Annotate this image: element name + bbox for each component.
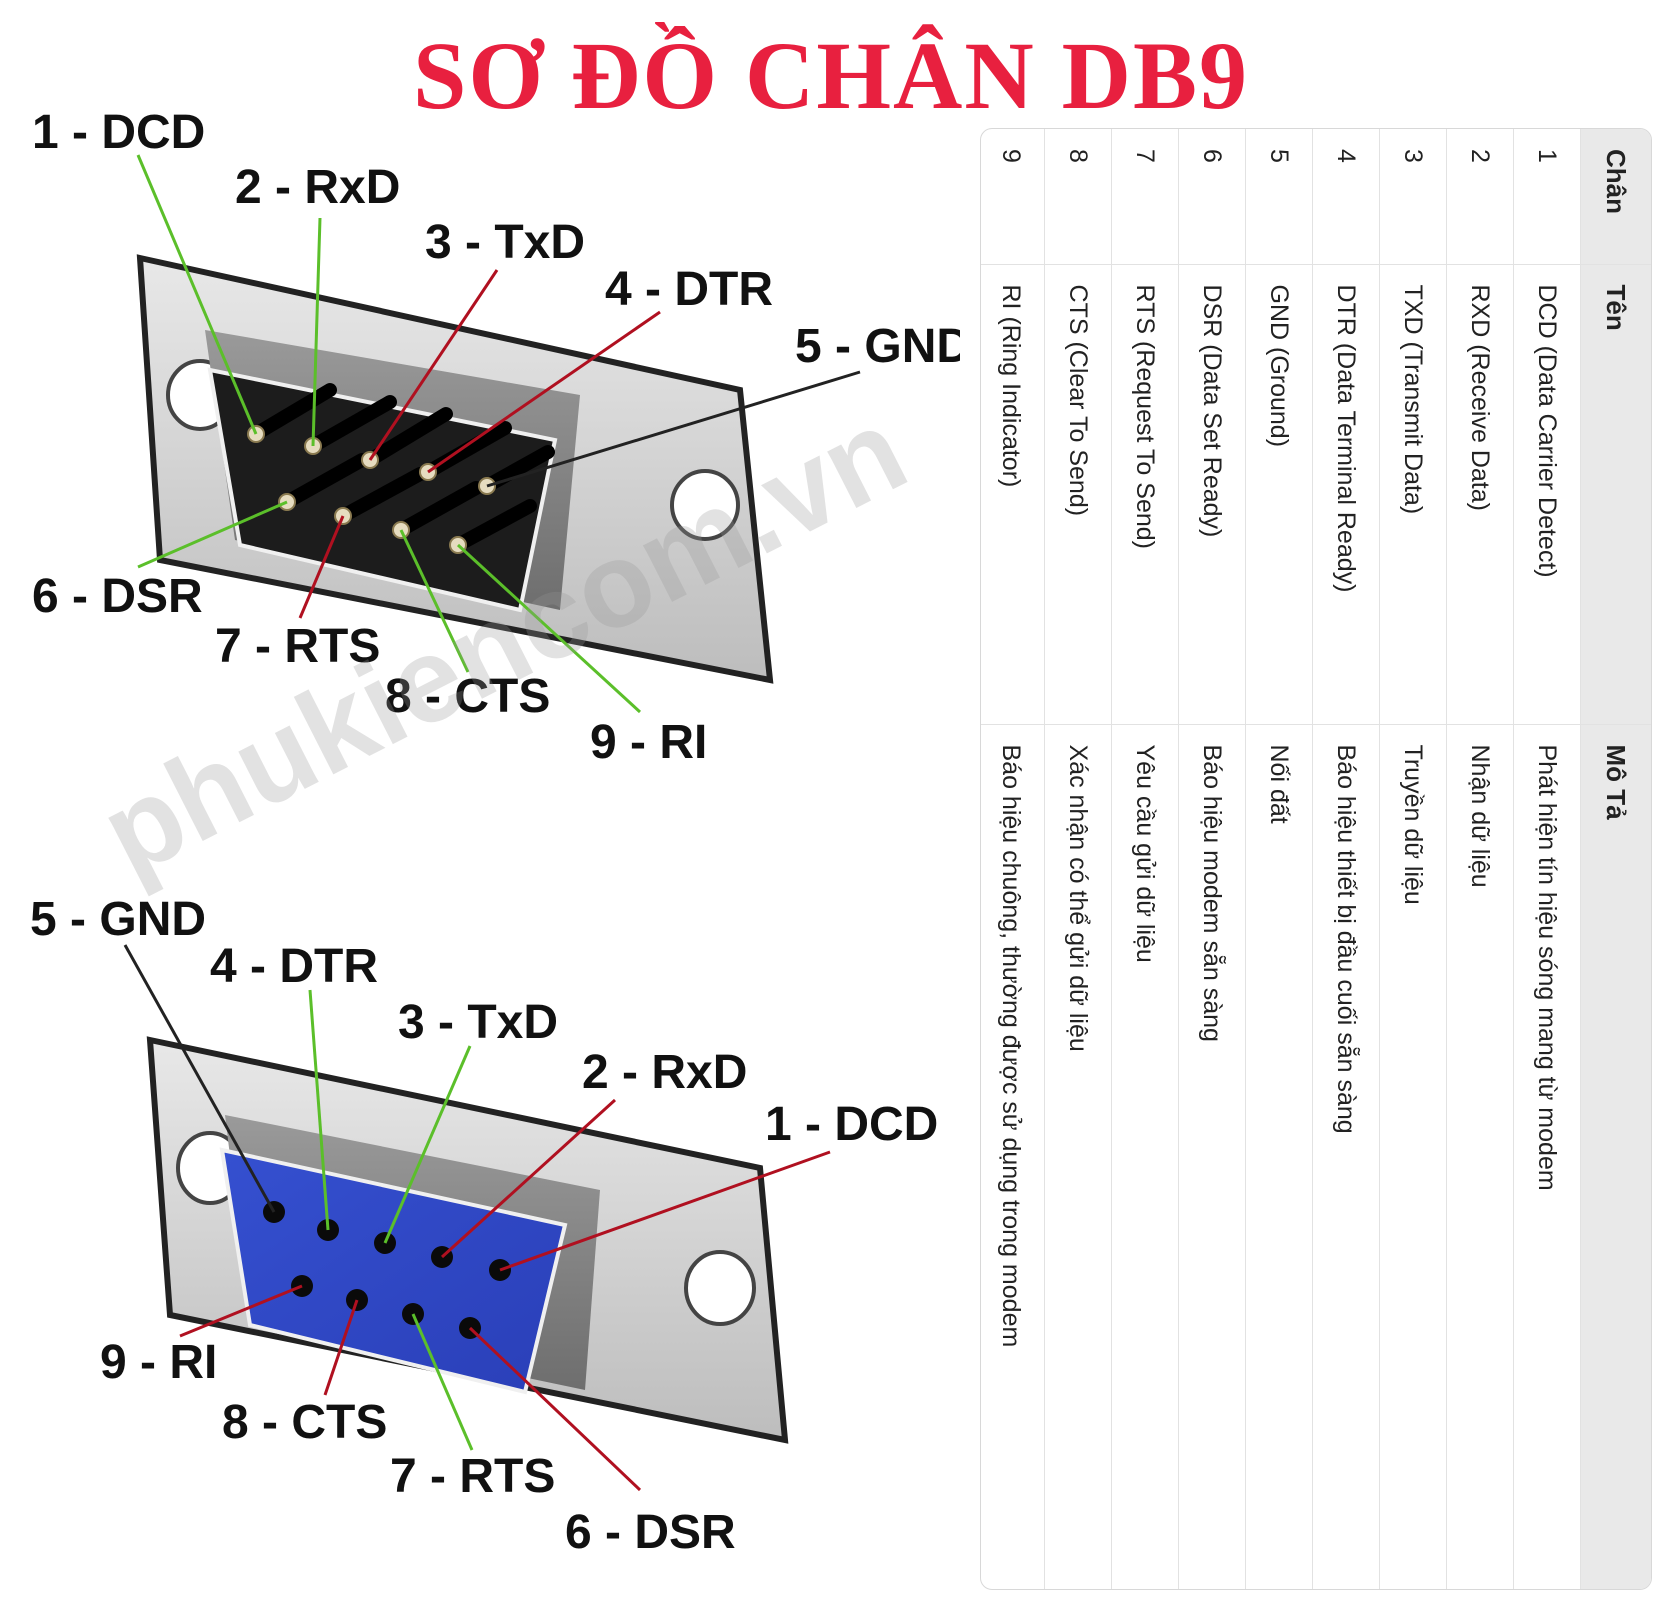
female-label-8: 8 - CTS [222,1396,387,1449]
male-label-1: 1 - DCD [32,106,205,159]
cell-description: Phát hiện tín hiệu sóng mang từ modem [1513,724,1581,1589]
cell-description: Báo hiệu chuông, thường được sử dụng tro… [981,724,1045,1589]
cell-pin: 1 [1513,129,1581,264]
cell-name: RI (Ring Indicator) [981,264,1045,724]
male-label-8: 8 - CTS [385,670,550,723]
male-label-3: 3 - TxD [425,216,585,269]
cell-pin: 5 [1245,129,1313,264]
cell-name: DTR (Data Terminal Ready) [1312,264,1380,724]
cell-pin: 7 [1111,129,1179,264]
cell-description: Báo hiệu modem sẵn sàng [1178,724,1246,1589]
cell-pin: 9 [981,129,1045,264]
cell-pin: 8 [1044,129,1112,264]
cell-pin: 2 [1446,129,1514,264]
table-header-row: Chân Tên Mô Tả [1580,129,1651,1589]
cell-description: Báo hiệu thiết bị đầu cuối sẵn sàng [1312,724,1380,1589]
cell-name: CTS (Clear To Send) [1044,264,1112,724]
female-label-9: 9 - RI [100,1336,217,1389]
cell-description: Xác nhận có thể gửi dữ liệu [1044,724,1112,1589]
male-pins [249,383,555,552]
cell-name: DCD (Data Carrier Detect) [1513,264,1581,724]
header-pin: Chân [1580,129,1651,264]
female-leader-lines [123,944,831,1492]
male-pin-labels: 1 - DCD 2 - RxD 3 - TxD 4 - DTR 5 - GND … [32,106,960,769]
male-label-9: 9 - RI [590,716,707,769]
cell-name: RXD (Receive Data) [1446,264,1514,724]
female-label-2: 2 - RxD [582,1046,747,1099]
cell-name: TXD (Transmit Data) [1379,264,1447,724]
male-label-5: 5 - GND [795,320,960,373]
male-leader-lines [136,154,861,714]
female-label-1: 1 - DCD [765,1098,938,1151]
cell-name: RTS (Request To Send) [1111,264,1179,724]
female-pin-labels: 5 - GND 4 - DTR 3 - TxD 2 - RxD 1 - DCD … [30,893,938,1559]
cell-description: Yêu cầu gửi dữ liệu [1111,724,1179,1589]
header-description: Mô Tả [1580,724,1651,1589]
cell-name: GND (Ground) [1245,264,1313,724]
cell-pin: 4 [1312,129,1380,264]
male-label-7: 7 - RTS [215,620,380,673]
female-label-4: 4 - DTR [210,940,378,993]
mounting-hole-right [670,469,740,541]
mounting-hole-right [684,1250,756,1326]
cell-pin: 3 [1379,129,1447,264]
female-label-6: 6 - DSR [565,1506,736,1559]
male-label-4: 4 - DTR [605,263,773,316]
female-label-7: 7 - RTS [390,1450,555,1503]
cell-name: DSR (Data Set Ready) [1178,264,1246,724]
female-label-3: 3 - TxD [398,996,558,1049]
cell-description: Nối đất [1245,724,1313,1589]
female-connector: 5 - GND 4 - DTR 3 - TxD 2 - RxD 1 - DCD … [30,893,938,1559]
page-title: SƠ ĐỒ CHÂN DB9 [412,22,1250,129]
male-label-6: 6 - DSR [32,570,203,623]
male-connector: 1 - DCD 2 - RxD 3 - TxD 4 - DTR 5 - GND … [32,106,960,769]
cell-description: Truyền dữ liệu [1379,724,1447,1589]
female-label-5: 5 - GND [30,893,206,946]
header-name: Tên [1580,264,1651,724]
cell-description: Nhận dữ liệu [1446,724,1514,1589]
db9-connector-diagram: 1 - DCD 2 - RxD 3 - TxD 4 - DTR 5 - GND … [30,106,960,1559]
male-label-2: 2 - RxD [235,161,400,214]
cell-pin: 6 [1178,129,1246,264]
